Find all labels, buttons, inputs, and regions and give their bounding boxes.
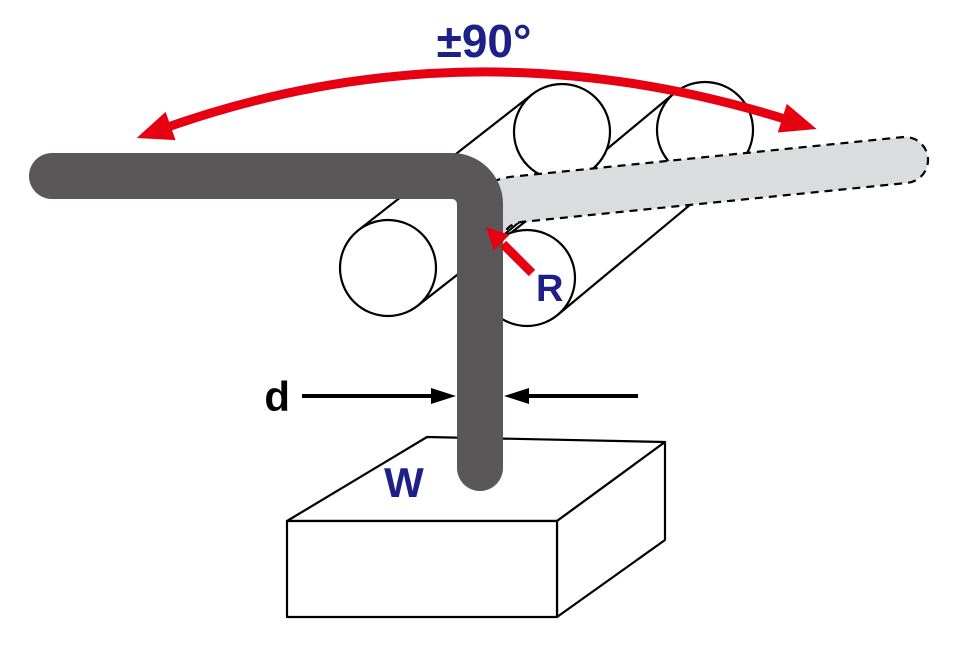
wire-swung-position: [460, 135, 930, 270]
radius-arrowhead: [486, 227, 510, 251]
radius-arrow-shaft: [499, 240, 536, 277]
diameter-dimension: [302, 388, 638, 404]
angle-label: ±90°: [437, 15, 532, 67]
swing-arc-left-arrowhead: [136, 111, 176, 141]
wire-bent-position: [29, 153, 503, 491]
roller-left-front-face: [338, 218, 438, 318]
weight-label: W: [384, 459, 424, 506]
swing-arc: [160, 67, 793, 133]
roller-left-back-face: [512, 82, 612, 182]
radius-arrow: [486, 227, 536, 277]
swing-arc-right-arrowhead: [777, 103, 817, 133]
weight-block-front-face: [285, 519, 559, 619]
diameter-label: d: [264, 373, 290, 420]
diameter-left-arrowhead: [431, 388, 456, 404]
diameter-right-arrowhead: [504, 388, 529, 404]
swing-arc-arrow: [136, 67, 817, 141]
radius-label: R: [536, 268, 563, 310]
